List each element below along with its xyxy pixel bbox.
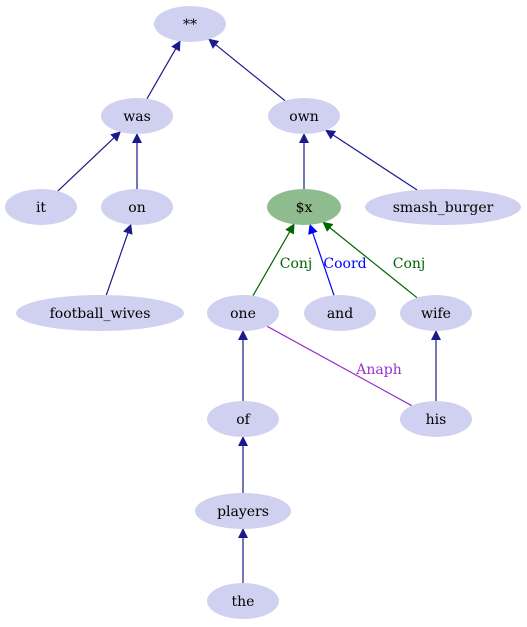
node-shape bbox=[400, 295, 472, 331]
edge-football_wives-to-on bbox=[105, 223, 133, 296]
node-label: wife bbox=[421, 306, 451, 322]
edge-smash_burger-to-own bbox=[325, 129, 418, 191]
node-label: football_wives bbox=[50, 306, 151, 322]
node-players: players bbox=[195, 493, 291, 529]
node-football-wives: football_wives bbox=[16, 295, 184, 331]
edge-was-to-root bbox=[146, 40, 181, 99]
edge-wife-to-x bbox=[322, 221, 418, 299]
edge-his-to-one bbox=[266, 325, 413, 407]
node-label: the bbox=[232, 594, 255, 610]
node-label: was bbox=[123, 109, 151, 125]
node-label: one bbox=[230, 306, 256, 322]
edge-own-to-root bbox=[208, 38, 286, 102]
nodes-layer: ** was own it on $x smash_burger football_wives… bbox=[5, 6, 521, 619]
edge-it-to-was bbox=[57, 131, 121, 192]
node-shape bbox=[365, 189, 521, 225]
node-shape bbox=[101, 98, 173, 134]
node-shape bbox=[304, 295, 376, 331]
node-and: and bbox=[304, 295, 376, 331]
node-label: of bbox=[236, 412, 251, 428]
node-one: one bbox=[207, 295, 279, 331]
node-label: ** bbox=[183, 17, 197, 33]
edge-label-conj-wife: Conj bbox=[393, 256, 426, 272]
node-the: the bbox=[207, 583, 279, 619]
node-label: it bbox=[36, 200, 46, 216]
node-of: of bbox=[207, 401, 279, 437]
node-shape bbox=[207, 295, 279, 331]
edges-layer bbox=[57, 38, 441, 583]
node-shape bbox=[5, 189, 77, 225]
node-shape bbox=[16, 295, 184, 331]
node-label: and bbox=[327, 306, 353, 322]
node-label: smash_burger bbox=[393, 200, 494, 216]
node-shape bbox=[207, 401, 279, 437]
node-shape bbox=[268, 98, 340, 134]
node-root: ** bbox=[154, 6, 226, 42]
node-on: on bbox=[101, 189, 173, 225]
edge-label-coord-and: Coord bbox=[323, 256, 366, 272]
edge-and-to-x bbox=[308, 223, 335, 296]
node-shape bbox=[400, 401, 472, 437]
node-x: $x bbox=[267, 189, 341, 225]
node-was: was bbox=[101, 98, 173, 134]
node-smash-burger: smash_burger bbox=[365, 189, 521, 225]
node-it: it bbox=[5, 189, 77, 225]
node-label: his bbox=[426, 412, 447, 428]
node-label: on bbox=[128, 200, 145, 216]
node-label: $x bbox=[296, 200, 313, 216]
node-shape bbox=[154, 6, 226, 42]
node-label: own bbox=[289, 109, 318, 125]
node-shape bbox=[267, 189, 341, 225]
edge-label-anaph-his: Anaph bbox=[355, 362, 401, 378]
node-wife: wife bbox=[400, 295, 472, 331]
node-shape bbox=[101, 189, 173, 225]
edge-label-conj-one: Conj bbox=[280, 256, 313, 272]
node-shape bbox=[195, 493, 291, 529]
node-shape bbox=[207, 583, 279, 619]
node-own: own bbox=[268, 98, 340, 134]
node-label: players bbox=[217, 504, 269, 520]
node-his: his bbox=[400, 401, 472, 437]
edge-one-to-x bbox=[252, 223, 295, 296]
